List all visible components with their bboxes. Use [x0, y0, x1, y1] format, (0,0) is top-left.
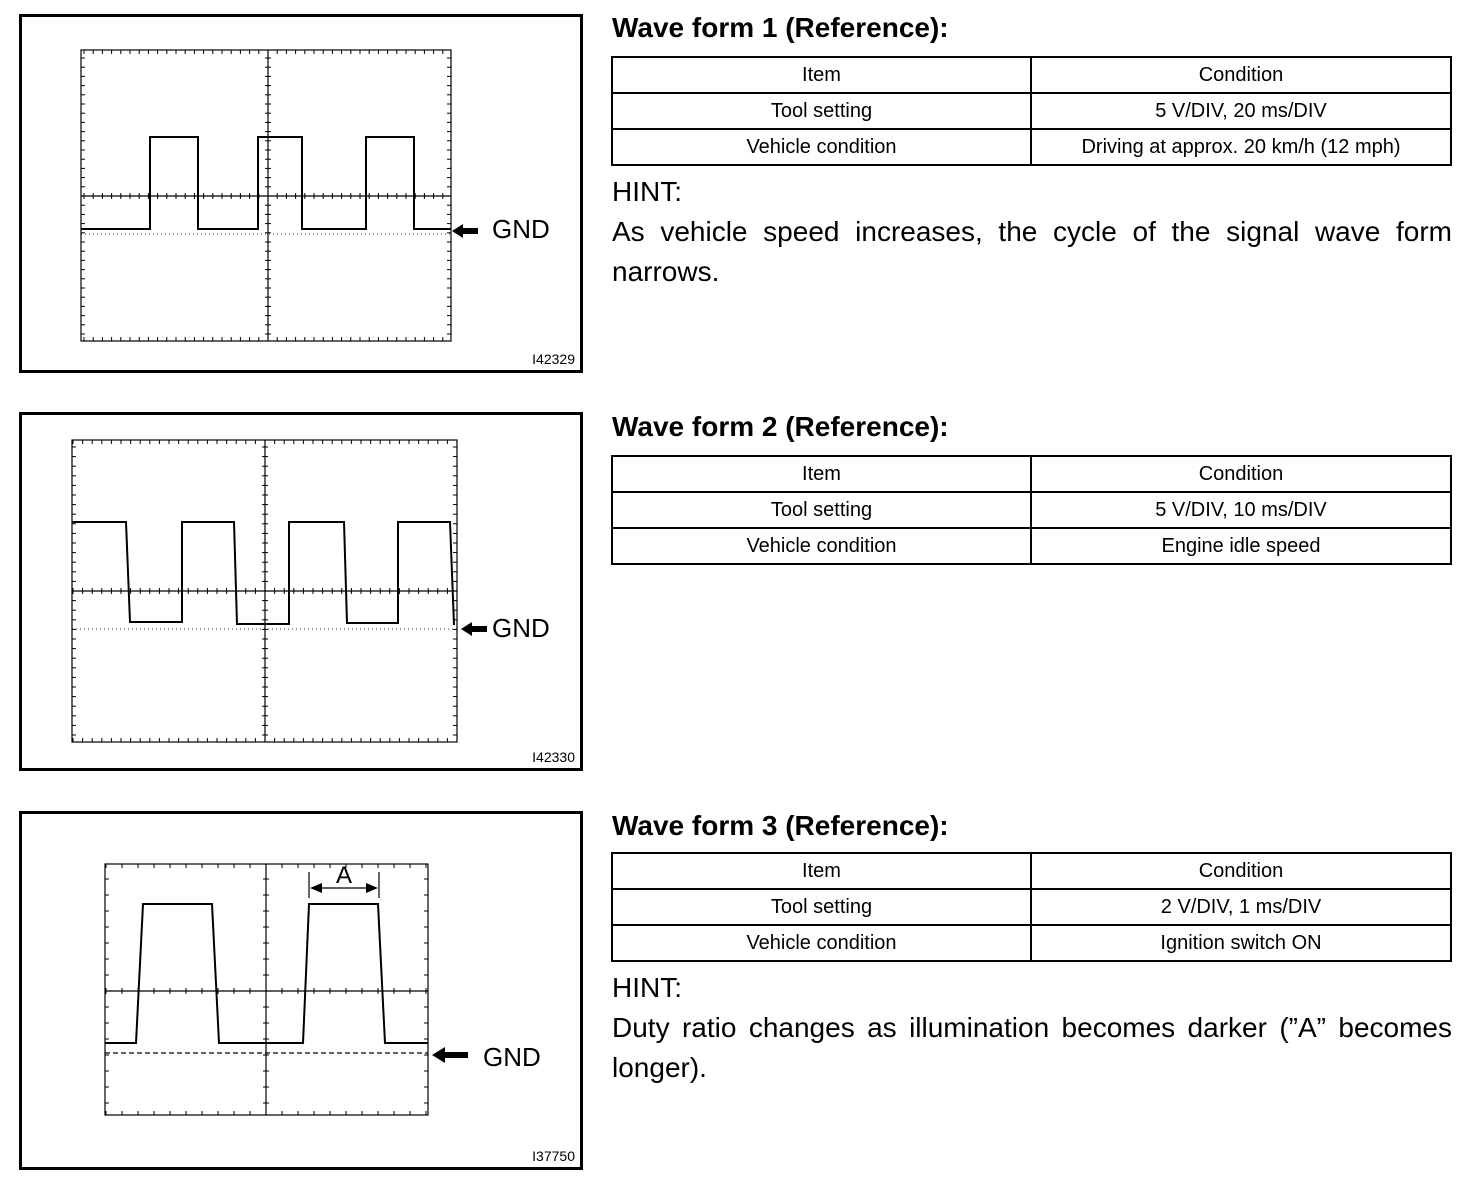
gnd-label: GND	[492, 613, 550, 643]
hint-block: HINT: Duty ratio changes as illumination…	[612, 968, 1452, 1088]
table-cell: Vehicle condition	[611, 527, 1032, 565]
hint-text: As vehicle speed increases, the cycle of…	[612, 216, 1452, 287]
gnd-label: GND	[492, 214, 550, 244]
condition-table: Item Condition Tool setting 5 V/DIV, 10 …	[611, 455, 1452, 565]
condition-table: Item Condition Tool setting 2 V/DIV, 1 m…	[611, 852, 1452, 962]
table-header-cell: Item	[611, 56, 1032, 94]
panel-title: Wave form 1 (Reference):	[612, 12, 949, 43]
table-row: Vehicle condition Driving at approx. 20 …	[611, 128, 1452, 166]
panel-title: Wave form 2 (Reference):	[612, 411, 949, 442]
table-cell: Tool setting	[611, 491, 1032, 529]
table-header-cell: Condition	[1030, 852, 1452, 890]
oscilloscope-screen-2	[71, 439, 458, 743]
hint-text: Duty ratio changes as illumination becom…	[612, 1012, 1452, 1083]
table-row: Tool setting 5 V/DIV, 20 ms/DIV	[611, 92, 1452, 130]
table-header-cell: Condition	[1030, 455, 1452, 493]
table-header-row: Item Condition	[611, 455, 1452, 493]
table-header-cell: Item	[611, 455, 1032, 493]
oscilloscope-screen-1	[80, 49, 452, 342]
table-header-cell: Item	[611, 852, 1032, 890]
table-header-cell: Condition	[1030, 56, 1452, 94]
oscilloscope-screen-3	[104, 863, 429, 1116]
waveform-figure-3: A GND I37750	[19, 811, 583, 1170]
table-header-row: Item Condition	[611, 56, 1452, 94]
gnd-arrow-icon	[452, 224, 478, 238]
table-cell: Ignition switch ON	[1030, 924, 1452, 962]
table-cell: Driving at approx. 20 km/h (12 mph)	[1030, 128, 1452, 166]
table-cell: 5 V/DIV, 10 ms/DIV	[1030, 491, 1452, 529]
table-row: Vehicle condition Engine idle speed	[611, 527, 1452, 565]
hint-label: HINT:	[612, 176, 682, 207]
gnd-arrow-icon	[461, 622, 487, 636]
table-cell: Tool setting	[611, 888, 1032, 926]
figure-id: I42329	[532, 351, 575, 367]
waveform-figure-1: GND I42329	[19, 14, 583, 373]
hint-label: HINT:	[612, 972, 682, 1003]
waveform-panel-2: Wave form 2 (Reference): Item Condition …	[611, 411, 1452, 571]
marker-label-a: A	[336, 862, 353, 889]
figure-id: I37750	[532, 1148, 575, 1164]
table-cell: Vehicle condition	[611, 924, 1032, 962]
table-cell: Engine idle speed	[1030, 527, 1452, 565]
waveform-figure-2: GND I42330	[19, 412, 583, 771]
figure-id: I42330	[532, 749, 575, 765]
waveform-panel-1: Wave form 1 (Reference): Item Condition …	[611, 12, 1452, 302]
table-cell: Vehicle condition	[611, 128, 1032, 166]
hint-block: HINT: As vehicle speed increases, the cy…	[612, 172, 1452, 292]
table-row: Vehicle condition Ignition switch ON	[611, 924, 1452, 962]
table-cell: 2 V/DIV, 1 ms/DIV	[1030, 888, 1452, 926]
waveform-panel-3: Wave form 3 (Reference): Item Condition …	[611, 810, 1452, 1100]
table-cell: 5 V/DIV, 20 ms/DIV	[1030, 92, 1452, 130]
gnd-arrow-icon	[432, 1047, 468, 1063]
condition-table: Item Condition Tool setting 5 V/DIV, 20 …	[611, 56, 1452, 166]
gnd-label: GND	[483, 1042, 541, 1072]
table-cell: Tool setting	[611, 92, 1032, 130]
table-row: Tool setting 2 V/DIV, 1 ms/DIV	[611, 888, 1452, 926]
panel-title: Wave form 3 (Reference):	[612, 810, 949, 841]
table-row: Tool setting 5 V/DIV, 10 ms/DIV	[611, 491, 1452, 529]
table-header-row: Item Condition	[611, 852, 1452, 890]
